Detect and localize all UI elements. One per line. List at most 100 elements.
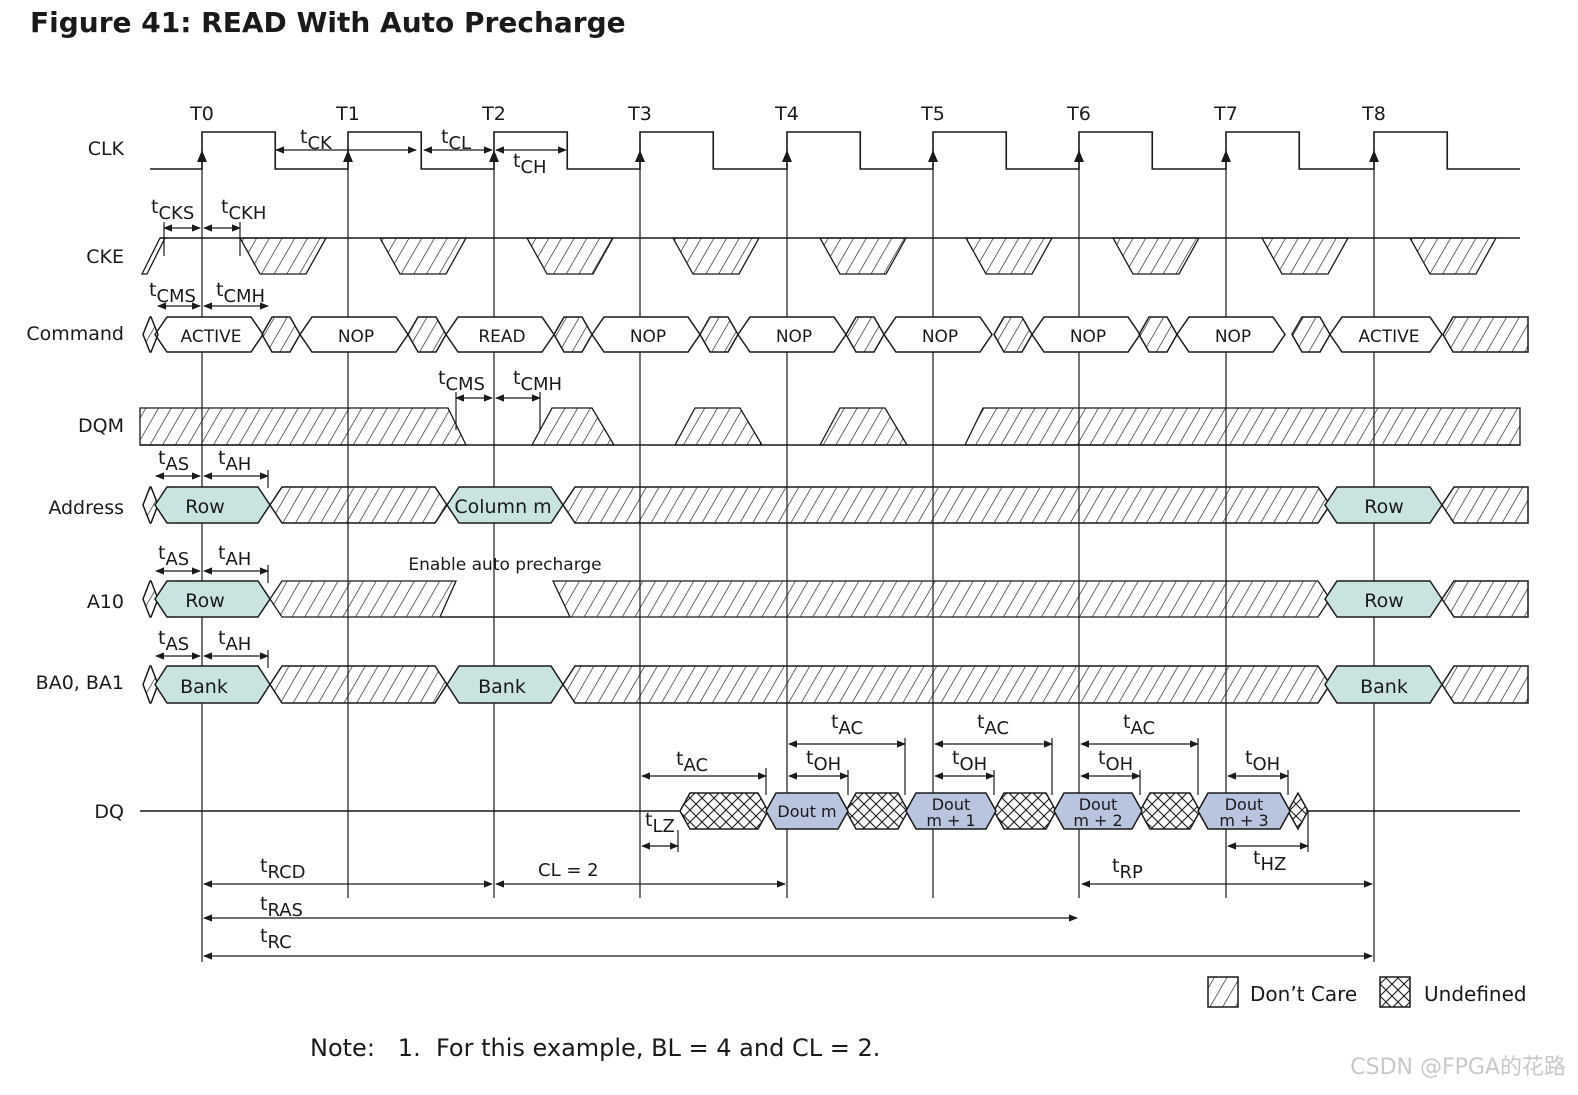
command-dont-care — [699, 316, 739, 353]
a10-dont-care — [1441, 580, 1529, 618]
clk-rising-edge-marker — [635, 150, 645, 162]
tckh-label-subscript: CKH — [228, 203, 266, 224]
dq-data-label: Dout — [1225, 795, 1264, 814]
tcms-label: tCMS — [438, 367, 485, 395]
note-label: Note: — [310, 1034, 375, 1062]
clock-gridlines — [201, 150, 1375, 962]
toh-label: tOH — [806, 747, 841, 775]
command-dont-care — [1442, 316, 1529, 353]
trp-label-subscript: RP — [1119, 862, 1143, 883]
command-label: READ — [478, 327, 525, 347]
dq-undefined — [993, 792, 1057, 830]
toh-label: tOH — [1245, 747, 1280, 775]
note-number: 1. — [397, 1034, 421, 1062]
command-label: ACTIVE — [1359, 327, 1420, 347]
clock-edge-label: T6 — [1066, 103, 1091, 125]
clk-rising-edge-marker — [1221, 150, 1231, 162]
cke-dont-care — [1408, 237, 1498, 275]
clk-rising-edge-marker — [343, 150, 353, 162]
command-label: ACTIVE — [181, 327, 242, 347]
signal-label-ba: BA0, BA1 — [36, 672, 124, 694]
tcms-label-subscript: CMS — [156, 286, 196, 307]
tas-label-subscript: AS — [165, 549, 189, 570]
tcks-label: tCKS — [151, 196, 194, 224]
watermark: CSDN @FPGA的花路 — [1350, 1055, 1566, 1080]
cke-dont-care — [238, 237, 328, 275]
a10-label: Row — [185, 590, 225, 612]
tas-label: tAS — [158, 627, 189, 655]
dq-data-label: m + 2 — [1073, 811, 1122, 830]
tcmh-label-subscript: CMH — [223, 286, 265, 307]
legend-dont-care-swatch — [1207, 976, 1239, 1008]
trcd-label-subscript: RCD — [267, 862, 305, 883]
clk-rising-edge-marker — [197, 150, 207, 162]
clk-rising-edge-marker — [782, 150, 792, 162]
signal-label-dq: DQ — [94, 801, 124, 823]
tas-label: tAS — [158, 447, 189, 475]
dq-data-label: Dout — [932, 795, 971, 814]
ba-label: Bank — [180, 676, 228, 698]
tah-label: tAH — [218, 447, 251, 475]
tcks-label-subscript: CKS — [158, 203, 194, 224]
address-label: Row — [1364, 496, 1404, 518]
command-dont-care — [261, 316, 301, 353]
clock-edge-label: T1 — [335, 103, 360, 125]
legend-undefined-label: Undefined — [1424, 982, 1527, 1006]
signal-label-clk: CLK — [88, 138, 125, 160]
clk-rising-edge-marker — [489, 150, 499, 162]
command-cell — [883, 316, 993, 353]
thz-label-subscript: HZ — [1260, 854, 1286, 875]
tah-label-subscript: AH — [225, 634, 251, 655]
tcms-label: tCMS — [149, 279, 196, 307]
command-dont-care — [1291, 316, 1331, 353]
legend-undefined-swatch — [1379, 976, 1411, 1008]
enable-auto-precharge-note: Enable auto precharge — [408, 555, 601, 575]
clock-edge-label: T8 — [1361, 103, 1386, 125]
tac-label-subscript: AC — [838, 718, 863, 739]
tlz-label: tLZ — [645, 809, 675, 837]
cke-dont-care — [964, 237, 1054, 275]
dqm-dont-care — [963, 407, 1521, 446]
command-dont-care — [1138, 316, 1178, 353]
tac-label-subscript: AC — [1130, 718, 1155, 739]
trc-label: tRC — [260, 925, 292, 953]
cl-label: CL = 2 — [538, 860, 599, 881]
trp-label: tRP — [1112, 855, 1143, 883]
toh-label-subscript: OH — [1105, 754, 1133, 775]
cke-dont-care — [378, 237, 468, 275]
tah-label-subscript: AH — [225, 549, 251, 570]
tac-label-subscript: AC — [984, 718, 1009, 739]
clock-edge-label: T5 — [920, 103, 945, 125]
signal-label-address: Address — [48, 497, 124, 519]
tcmh-label: tCMH — [216, 279, 265, 307]
tcmh-label-subscript: CMH — [520, 374, 562, 395]
toh-label-subscript: OH — [959, 754, 987, 775]
tlz-label-subscript: LZ — [652, 816, 674, 837]
dq-data-cell — [1197, 792, 1291, 830]
tcmh-label: tCMH — [513, 367, 562, 395]
ba-dont-care — [269, 665, 448, 704]
tah-label: tAH — [218, 542, 251, 570]
tas-label-subscript: AS — [165, 634, 189, 655]
toh-label: tOH — [1098, 747, 1133, 775]
command-label: NOP — [1070, 327, 1106, 347]
dq-undefined — [1287, 791, 1309, 831]
toh-label-subscript: OH — [813, 754, 841, 775]
clk-rising-edge-marker — [1369, 150, 1379, 162]
command-dont-care — [407, 316, 447, 353]
legend: Don’t Care Undefined — [1207, 976, 1527, 1008]
command-label: NOP — [776, 327, 812, 347]
tas-label-subscript: AS — [165, 454, 189, 475]
trc-label-subscript: RC — [267, 932, 291, 953]
tah-label: tAH — [218, 627, 251, 655]
command-cell — [1329, 316, 1443, 353]
tcl-label-subscript: CL — [448, 133, 471, 154]
dq-data-label: Dout m — [777, 802, 836, 821]
dq-data-label: m + 3 — [1219, 811, 1268, 830]
ba-dont-care — [1441, 665, 1529, 704]
dqm-dont-care — [139, 407, 468, 446]
signal-label-a10: A10 — [87, 591, 124, 613]
address-dont-care — [1441, 486, 1529, 524]
